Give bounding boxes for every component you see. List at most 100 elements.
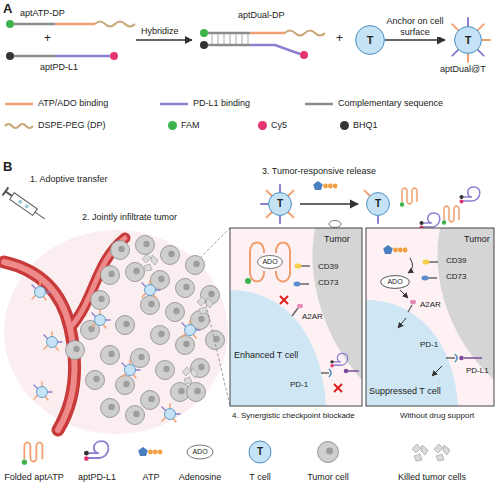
pd-l1-ligand — [348, 370, 359, 372]
receptor-label: A2AR — [302, 312, 323, 321]
tumor-illustration — [4, 230, 228, 434]
syringe — [24, 204, 30, 210]
aptdual-dp-duplex — [300, 51, 308, 59]
strand-name: aptPD-L1 — [40, 62, 78, 72]
edge-label: Anchor on cell surface — [386, 16, 444, 37]
aptdual-dp-duplex — [250, 32, 285, 35]
tumor-cells — [101, 266, 120, 285]
inset-outline — [230, 228, 494, 406]
tumor-cells — [136, 236, 155, 255]
aptpd-l1-strand — [110, 52, 118, 60]
node-text: Tumor — [324, 234, 350, 244]
receptor-label: CD73 — [318, 278, 338, 287]
cd39-receptor — [295, 264, 302, 269]
anchored-aptamers — [478, 24, 484, 30]
released-aptamers — [442, 206, 459, 225]
receptor-label: PD-L1 — [466, 366, 489, 375]
released-aptamers — [460, 187, 480, 204]
aptpd-l1-strand — [55, 55, 110, 58]
zoom-lines — [205, 300, 230, 406]
tumor-cells — [161, 246, 180, 265]
t-cell-region: Suppressed T cell — [366, 300, 458, 406]
legend-icons — [318, 442, 339, 463]
infiltrating-t-cells — [122, 360, 140, 378]
folded-aptatp-bound — [245, 278, 251, 284]
receptor-label: CD39 — [318, 262, 338, 271]
tumor-cells — [141, 391, 160, 410]
pd-1-receptor — [455, 354, 457, 362]
legend-text: ATP — [143, 472, 160, 482]
atp-molecule — [383, 245, 407, 254]
infiltrating-t-cells — [34, 382, 52, 400]
pd-l1-ligand — [459, 356, 464, 361]
cd73-receptor — [294, 282, 301, 287]
legend-text: Adenosine — [179, 472, 222, 482]
release-aptamers — [289, 191, 294, 196]
release-aptamers — [267, 191, 272, 196]
tumor-illustration — [4, 230, 228, 434]
legend-samples — [160, 103, 188, 106]
aptdual-dp-duplex — [250, 45, 300, 54]
bound-aptpd-l1 — [330, 353, 347, 367]
legend-icons — [22, 441, 450, 465]
syringe — [35, 212, 45, 219]
t-cell: T — [268, 192, 292, 216]
aptdual-dp-duplex — [285, 31, 325, 36]
legend-samples — [5, 103, 33, 106]
aptpd-l1-strand — [6, 52, 14, 60]
pd-l1-ligand — [344, 369, 359, 374]
node-text: ADO — [387, 278, 402, 286]
released-aptamers — [420, 213, 440, 230]
aptatp-dp-strand — [55, 23, 95, 26]
conversion-arrow — [408, 258, 413, 273]
panel-letter: A — [3, 2, 12, 17]
cd73-receptor — [294, 282, 310, 287]
cd73-receptor — [428, 277, 437, 279]
aptatp-dp-strand — [95, 22, 135, 27]
tumor-cells — [91, 291, 110, 310]
legend-swatch — [258, 121, 267, 130]
node-text: Suppressed T cell — [369, 386, 441, 396]
infiltrating-t-cells — [142, 280, 160, 298]
inset-ground — [366, 228, 494, 406]
tumor-cells — [126, 263, 145, 282]
legend-icons — [318, 442, 339, 463]
t-cell-region-outline — [230, 290, 326, 406]
tumor-cells — [116, 376, 135, 395]
signal-arrow — [432, 366, 442, 376]
cd73-receptor — [422, 276, 429, 281]
tumor-cells — [86, 371, 105, 390]
legend-swatch — [168, 121, 177, 130]
cd39-receptor — [301, 265, 310, 267]
step-label: 1. Adoptive transfer — [30, 174, 108, 184]
syringe — [3, 187, 9, 195]
t-cell-outline — [356, 26, 385, 55]
legend-icons — [22, 442, 43, 464]
syringe — [5, 191, 12, 196]
folded-aptatp-bound — [258, 256, 283, 269]
node-text: Enhanced T cell — [234, 350, 298, 360]
connector-arrow — [385, 39, 445, 40]
anchored-t-cell-outline — [455, 27, 482, 54]
tumor-cells — [176, 279, 195, 298]
t-cell-outline — [367, 193, 390, 216]
killed-tumor-cells — [142, 254, 213, 384]
infiltrating-t-cells — [182, 320, 200, 338]
connector-arrow — [300, 203, 358, 204]
inset-ground — [230, 228, 362, 406]
legend-text: Complementary sequence — [338, 98, 443, 108]
aptdual-dp-duplex — [200, 41, 208, 49]
cd39-receptor — [423, 260, 439, 265]
tumor-cells — [101, 399, 120, 418]
tumor-region-outline — [312, 228, 362, 380]
pd-1-receptor — [329, 369, 331, 377]
release-aptamers — [279, 216, 281, 223]
released-aptamers — [313, 181, 480, 230]
t-cell-outline — [269, 193, 292, 216]
t-cell-region: Enhanced T cell — [230, 290, 326, 406]
cell-name: aptDual@T — [440, 64, 486, 74]
tumor-cells — [66, 236, 225, 425]
